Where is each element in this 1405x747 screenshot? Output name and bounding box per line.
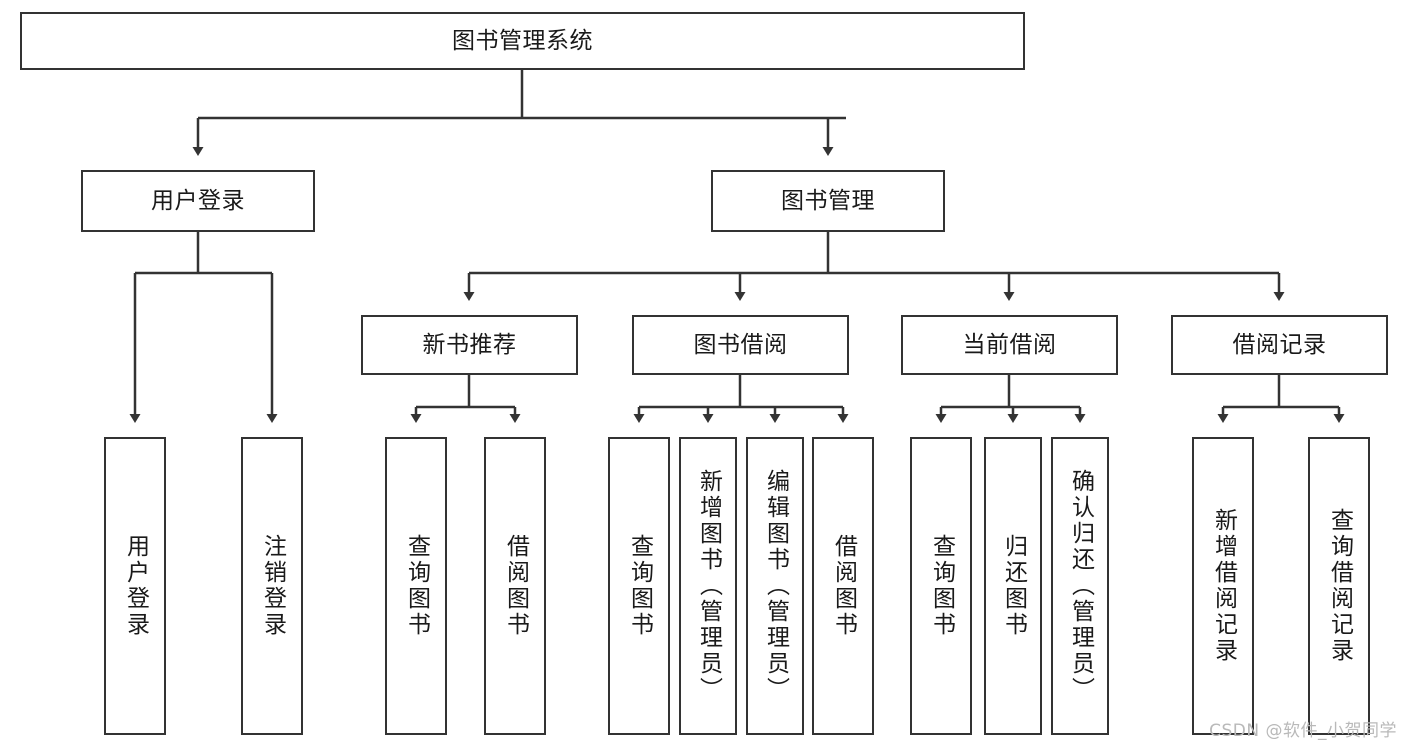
node-user-login-label: 用户登录 — [151, 187, 245, 214]
node-leaf-add-book-label: 新增图书（管理员） — [695, 469, 722, 703]
node-leaf-confirm-return-label: 确认归还（管理员） — [1067, 469, 1094, 703]
node-leaf-return-book-label: 归还图书 — [1000, 534, 1027, 638]
node-borrow-record-label: 借阅记录 — [1232, 331, 1327, 358]
node-leaf-query-book-3[interactable]: 查询图书 — [910, 437, 972, 735]
node-leaf-confirm-return[interactable]: 确认归还（管理员） — [1051, 437, 1109, 735]
node-leaf-borrow-book-1[interactable]: 借阅图书 — [484, 437, 546, 735]
node-book-manage-label: 图书管理 — [781, 187, 875, 214]
node-leaf-query-book-1-label: 查询图书 — [403, 534, 430, 638]
node-current-borrow[interactable]: 当前借阅 — [901, 315, 1118, 375]
node-leaf-query-book-3-label: 查询图书 — [928, 534, 955, 638]
node-user-login[interactable]: 用户登录 — [81, 170, 315, 232]
node-leaf-query-book-2-label: 查询图书 — [626, 534, 653, 638]
node-leaf-query-book-2[interactable]: 查询图书 — [608, 437, 670, 735]
node-leaf-add-record[interactable]: 新增借阅记录 — [1192, 437, 1254, 735]
node-book-manage[interactable]: 图书管理 — [711, 170, 945, 232]
node-borrow-record[interactable]: 借阅记录 — [1171, 315, 1388, 375]
node-leaf-user-login[interactable]: 用户登录 — [104, 437, 166, 735]
node-book-borrow-label: 图书借阅 — [693, 331, 788, 358]
node-leaf-query-record[interactable]: 查询借阅记录 — [1308, 437, 1370, 735]
node-leaf-return-book[interactable]: 归还图书 — [984, 437, 1042, 735]
node-root[interactable]: 图书管理系统 — [20, 12, 1025, 70]
node-leaf-query-record-label: 查询借阅记录 — [1326, 508, 1353, 664]
node-root-label: 图书管理系统 — [452, 27, 593, 54]
node-leaf-logout[interactable]: 注销登录 — [241, 437, 303, 735]
csdn-watermark: CSDN @软件_小贺同学 — [1209, 721, 1397, 741]
node-book-borrow[interactable]: 图书借阅 — [632, 315, 849, 375]
node-leaf-logout-label: 注销登录 — [259, 534, 286, 638]
node-leaf-user-login-label: 用户登录 — [122, 534, 149, 638]
node-leaf-edit-book[interactable]: 编辑图书（管理员） — [746, 437, 804, 735]
node-leaf-borrow-book-2-label: 借阅图书 — [830, 534, 857, 638]
node-new-book-recommend-label: 新书推荐 — [422, 331, 517, 358]
node-leaf-borrow-book-1-label: 借阅图书 — [502, 534, 529, 638]
node-current-borrow-label: 当前借阅 — [962, 331, 1057, 358]
node-leaf-add-record-label: 新增借阅记录 — [1210, 508, 1237, 664]
node-leaf-edit-book-label: 编辑图书（管理员） — [762, 469, 789, 703]
node-leaf-borrow-book-2[interactable]: 借阅图书 — [812, 437, 874, 735]
node-new-book-recommend[interactable]: 新书推荐 — [361, 315, 578, 375]
node-leaf-add-book[interactable]: 新增图书（管理员） — [679, 437, 737, 735]
node-leaf-query-book-1[interactable]: 查询图书 — [385, 437, 447, 735]
